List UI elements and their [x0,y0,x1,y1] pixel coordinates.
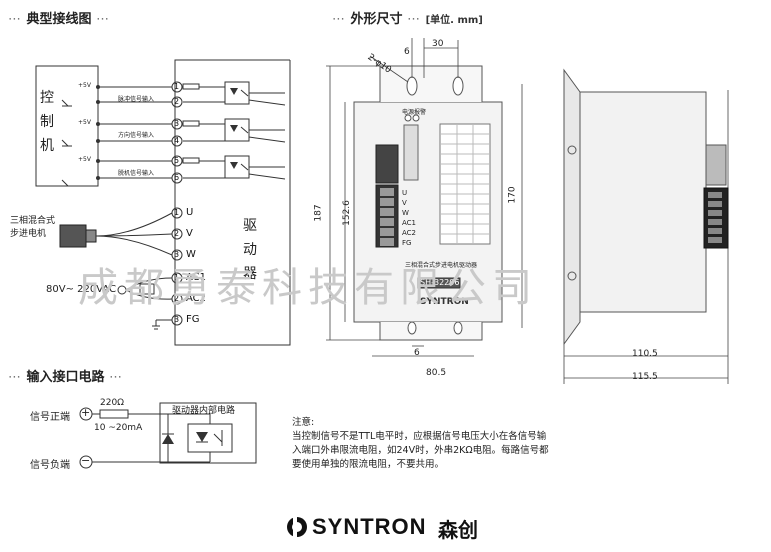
terminal-name-ac2: AC2 [186,293,207,304]
input-title-text: 输入接口电路 [26,370,105,385]
driver-char: 动 [243,242,257,258]
terminal-number: 5 [174,156,180,165]
controller-char: 制 [40,114,54,130]
terminal-number: 2 [174,229,180,238]
driver-label: 驱 动 器 [243,214,259,286]
led-label-alarm: 报警 [414,109,427,116]
terminal-number: 4 [174,136,180,145]
terminal-number: 1 [174,273,180,282]
panel-terminal-label: AC1 [402,219,417,227]
positive-terminal-label: 信号正端 [30,412,70,423]
negative-terminal-label: 信号负端 [30,460,70,471]
vcc-label: +5V [78,156,91,163]
panel-terminal-label: V [402,199,407,207]
title-dots: ⋯ [96,12,111,27]
terminal-number: 6 [174,173,180,182]
unit-label: [单位. mm] [425,15,483,26]
title-dots: ⋯ [407,12,422,27]
controller-char: 控 [40,90,54,106]
power-source [117,277,173,330]
driver-char: 器 [243,266,257,282]
led-label-power: 电源 [402,109,415,116]
title-dots: ⋯ [332,12,346,27]
note-title: 注意: [292,417,315,428]
panel-terminal-label: FG [402,239,412,247]
model-label: SH-32206 [420,278,460,287]
title-dots: ⋯ [109,370,124,385]
terminal-number: 1 [174,208,180,217]
panel-terminal-label: W [402,209,409,217]
signal-group-2 [61,118,286,147]
logo-chinese: 森创 [438,518,478,542]
minus-symbol: − [81,454,91,467]
signal-group-3 [61,155,286,187]
terminal-name-ac1: AC1 [186,272,207,283]
outline-title-text: 外形尺寸 [350,12,403,27]
logo-brand: SYNTRON [312,514,427,539]
terminal-number: 3 [174,119,180,128]
motor-label-line: 三相混合式 [10,216,56,226]
controller-char: 机 [40,138,54,154]
terminal-number: 3 [174,315,180,324]
dim-110: 110.5 [632,349,658,359]
title-dots: ⋯ [8,370,22,385]
panel-brand: SYNTRON [420,297,469,307]
terminal-name-v: V [186,228,193,239]
internal-circuit-label: 驱动器内部电路 [172,406,236,416]
terminal-number: 2 [174,294,180,303]
note-text: 当控制信号不是TTL电平时，应根据信号电压大小在各信号输入端口外串限流电阻，如2… [292,431,549,470]
plus-symbol: + [81,406,91,419]
panel-terminal-label: U [402,189,408,197]
input-section-title: ⋯ 输入接口电路 ⋯ [8,366,123,385]
wiring-title-text: 典型接线图 [26,12,92,27]
dim-top-6: 6 [404,47,410,57]
terminal-name-w: W [186,249,196,260]
side-body [571,91,707,313]
signal-label-pulse: 脉冲信号输入 [118,96,155,103]
signal-label-direction: 方向信号输入 [118,132,155,139]
terminal-number: 3 [174,250,180,259]
driver-char: 驱 [243,218,257,234]
controller-label: 控 制 机 [40,86,56,158]
dim-80: 80.5 [426,368,447,378]
wiring-section-title: ⋯ 典型接线图 ⋯ [8,8,110,27]
dim-115: 115.5 [632,372,658,382]
panel-caption: 三相混合式步进电机驱动器 [405,262,478,269]
note-block: 注意: 当控制信号不是TTL电平时，应根据信号电压大小在各信号输入端口外串限流电… [292,416,552,472]
watermark: 成都勇泰科技有限公司 [78,265,538,311]
signal-group-1 [61,81,286,107]
current-label: 10 ~20mA [94,423,143,433]
internal-box [159,402,257,464]
panel-terminal-label: AC2 [402,229,417,237]
outline-section-title: ⋯ 外形尺寸 ⋯ [单位. mm] [332,8,483,27]
terminal-number: 2 [174,97,180,106]
title-dots: ⋯ [8,12,22,27]
terminal-number: 1 [174,82,180,91]
motor-label: 三相混合式 步进电机 [10,215,55,241]
resistor-label: 220Ω [100,398,125,408]
motor-label-line: 步进电机 [10,229,47,239]
motor-icon [59,212,173,256]
dim-bottom-6: 6 [414,348,420,358]
signal-label-offline: 脱机信号输入 [118,170,155,177]
power-label: 80V~ 220VAC [46,284,117,295]
vcc-label: +5V [78,119,91,126]
terminal-name-u: U [186,207,194,218]
terminal-name-fg: FG [186,314,200,325]
dim-top-30: 30 [432,39,444,49]
vcc-label: +5V [78,82,91,89]
driver-box [174,59,291,346]
